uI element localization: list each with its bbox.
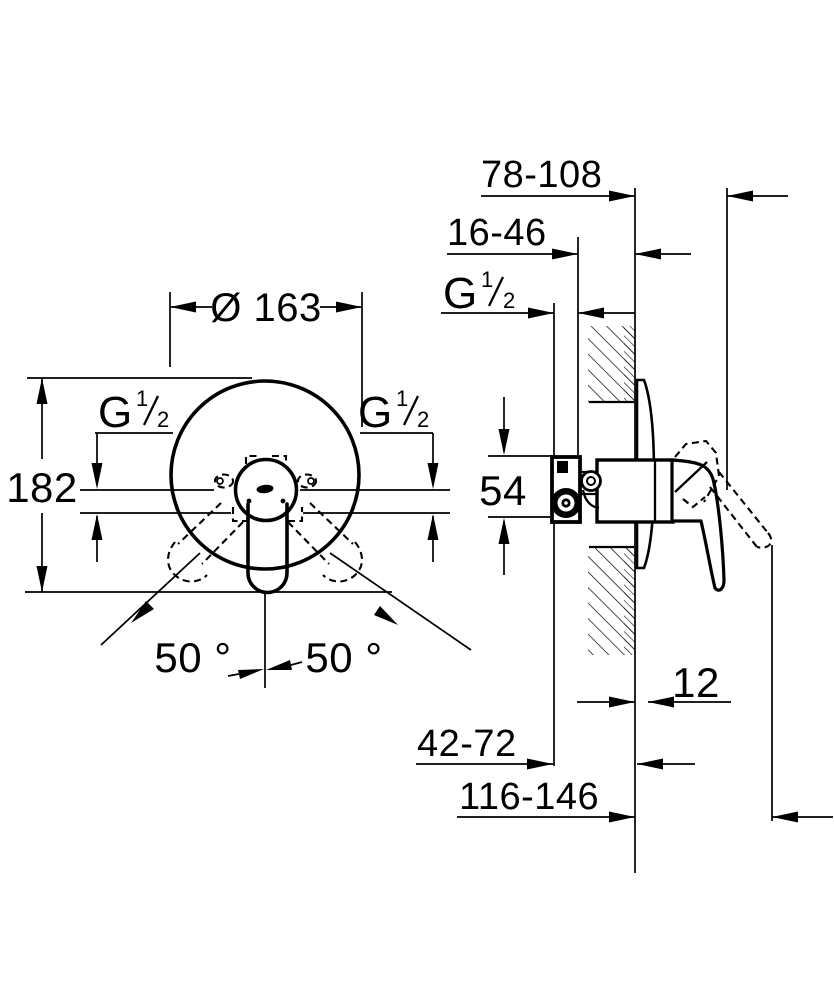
pipe-center-lines	[80, 489, 450, 514]
union-port	[557, 461, 568, 473]
fraction-slash	[402, 395, 420, 426]
thread-denominator: 2	[417, 407, 430, 432]
faceplate-circle	[169, 379, 361, 571]
thread-numerator: 1	[396, 386, 409, 411]
dimension-mounting-depth: 16-46	[447, 212, 691, 260]
dimension-handle-depth: 78-108	[481, 154, 788, 202]
wall-hatching	[588, 326, 635, 655]
thread-label-side: G 1 2	[441, 267, 635, 319]
knob-detail-mouth	[256, 484, 274, 494]
thread-label-right: G 1 2	[358, 386, 439, 562]
union-nut-inner	[586, 476, 596, 486]
dimension-diameter: Ø 163	[169, 286, 363, 427]
handle-side-solid	[670, 458, 726, 592]
diameter-label: Ø 163	[210, 286, 321, 330]
thread-label-left: G 1 2	[91, 386, 173, 562]
extension-lines	[553, 188, 773, 873]
thread-denominator: 2	[157, 407, 170, 432]
fraction-slash	[487, 276, 505, 307]
dimension-height: 182	[6, 377, 392, 593]
angle-construction	[100, 552, 472, 688]
thread-numerator: 1	[481, 267, 494, 292]
angle-right-label: 50 °	[305, 634, 382, 681]
knob-detail-dot-right	[280, 498, 286, 504]
plate-thickness-label: 12	[672, 659, 720, 706]
connection-depth-label: 42-72	[417, 723, 517, 765]
dimension-body-height: 54	[479, 397, 552, 575]
thread-letter: G	[98, 388, 133, 437]
supply-grommet	[551, 488, 581, 518]
dashed-mounting-details	[213, 454, 318, 523]
fraction-slash	[142, 395, 160, 426]
handle-cone-edge	[674, 461, 708, 493]
height-label: 182	[6, 464, 78, 511]
thread-denominator: 2	[503, 288, 516, 313]
angle-left-label: 50 °	[154, 634, 231, 681]
thread-numerator: 1	[136, 386, 149, 411]
handle-depth-label: 78-108	[481, 154, 602, 196]
knob-detail-dot-left	[246, 498, 252, 504]
mounting-depth-label: 16-46	[447, 212, 547, 254]
dimension-plate-thickness: 12	[577, 659, 731, 708]
body-height-label: 54	[479, 467, 527, 514]
overall-depth-label: 116-146	[459, 776, 599, 818]
valve-housing	[595, 458, 675, 524]
front-view: Ø 163 182 G 1 2 G 1 2	[6, 286, 472, 688]
union-hook	[581, 489, 600, 510]
thread-letter: G	[358, 388, 393, 437]
dimension-overall-depth: 116-146	[457, 776, 833, 823]
dimension-connection-depth: 42-72	[416, 723, 695, 770]
thread-letter: G	[443, 269, 478, 318]
handle-side-dashed	[674, 439, 773, 549]
side-view: 78-108 16-46 G 1 2 54	[416, 154, 833, 873]
